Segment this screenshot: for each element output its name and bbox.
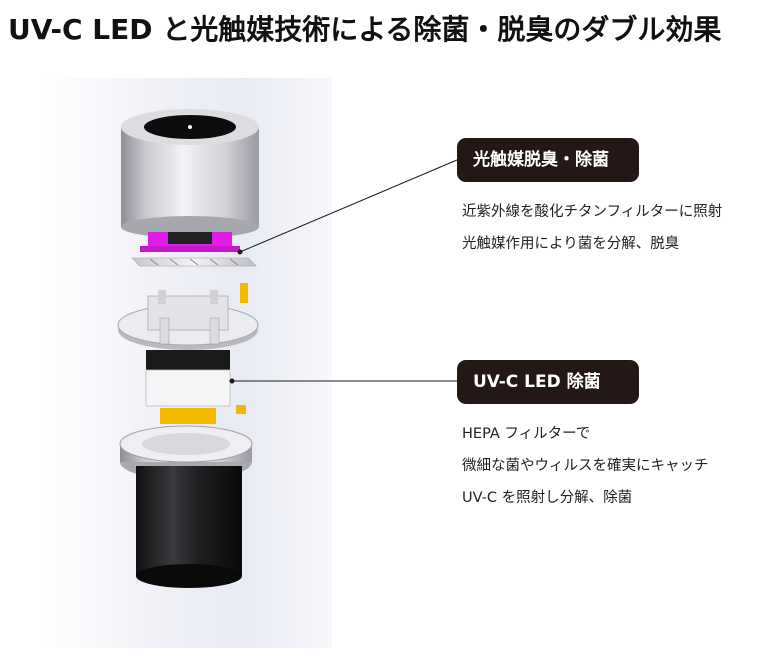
middle-frame: [117, 283, 259, 350]
description-line: UV-C を照射し分解、除菌: [462, 490, 633, 506]
bottom-housing: [136, 466, 242, 588]
description-line: 微細な菌やウィルスを確実にキャッチ: [462, 458, 709, 474]
callout-badge-uvc-led: UV-C LED 除菌: [457, 360, 639, 404]
description-line: 光触媒作用により菌を分解、脱臭: [462, 236, 680, 252]
uv-c-led-block: [145, 350, 246, 424]
leader-dot-uvc-led: [229, 378, 235, 384]
callout-description-photocatalyst: 近紫外線を酸化チタンフィルターに照射 光触媒作用により菌を分解、脱臭: [462, 196, 722, 260]
uv-lamp-module: [140, 232, 240, 252]
top-cap: [121, 109, 259, 238]
leader-line-photocatalyst: [239, 159, 458, 253]
page-title: UV-C LED と光触媒技術による除菌・脱臭のダブル効果: [8, 13, 722, 46]
description-line: 近紫外線を酸化チタンフィルターに照射: [462, 204, 723, 220]
callout-badge-photocatalyst: 光触媒脱臭・除菌: [457, 138, 639, 182]
leader-dot-photocatalyst: [237, 249, 243, 255]
callout-description-uvc-led: HEPA フィルターで 微細な菌やウィルスを確実にキャッチ UV-C を照射し分…: [462, 418, 709, 514]
description-line: HEPA フィルターで: [462, 426, 591, 442]
photocatalyst-filter-plate: [131, 257, 257, 267]
